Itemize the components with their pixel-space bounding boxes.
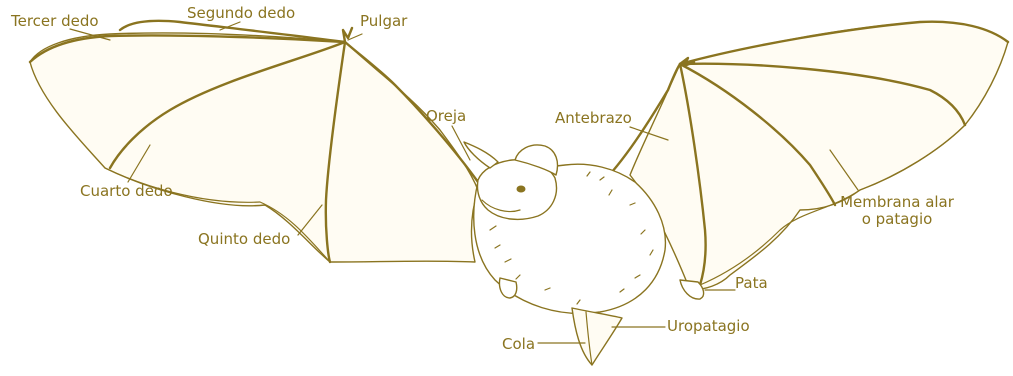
label-membrana-alar: Membrana alar o patagio <box>832 194 962 228</box>
label-membrana-line1: Membrana alar <box>840 193 954 211</box>
label-membrana-line2: o patagio <box>862 210 933 228</box>
label-quinto-dedo: Quinto dedo <box>198 231 290 248</box>
label-pata: Pata <box>735 275 768 292</box>
left-foot <box>499 278 516 298</box>
label-tercer-dedo: Tercer dedo <box>11 13 99 30</box>
left-wing-membrane <box>30 33 478 262</box>
left-ear <box>464 142 498 168</box>
label-antebrazo: Antebrazo <box>555 110 632 127</box>
label-uropatagio: Uropatagio <box>667 318 750 335</box>
bat-eye <box>517 186 526 193</box>
label-oreja: Oreja <box>426 108 466 125</box>
label-segundo-dedo: Segundo dedo <box>187 5 295 22</box>
uropatagium <box>572 308 622 365</box>
label-cuarto-dedo: Cuarto dedo <box>80 183 173 200</box>
label-pulgar: Pulgar <box>360 13 407 30</box>
label-cola: Cola <box>502 336 535 353</box>
